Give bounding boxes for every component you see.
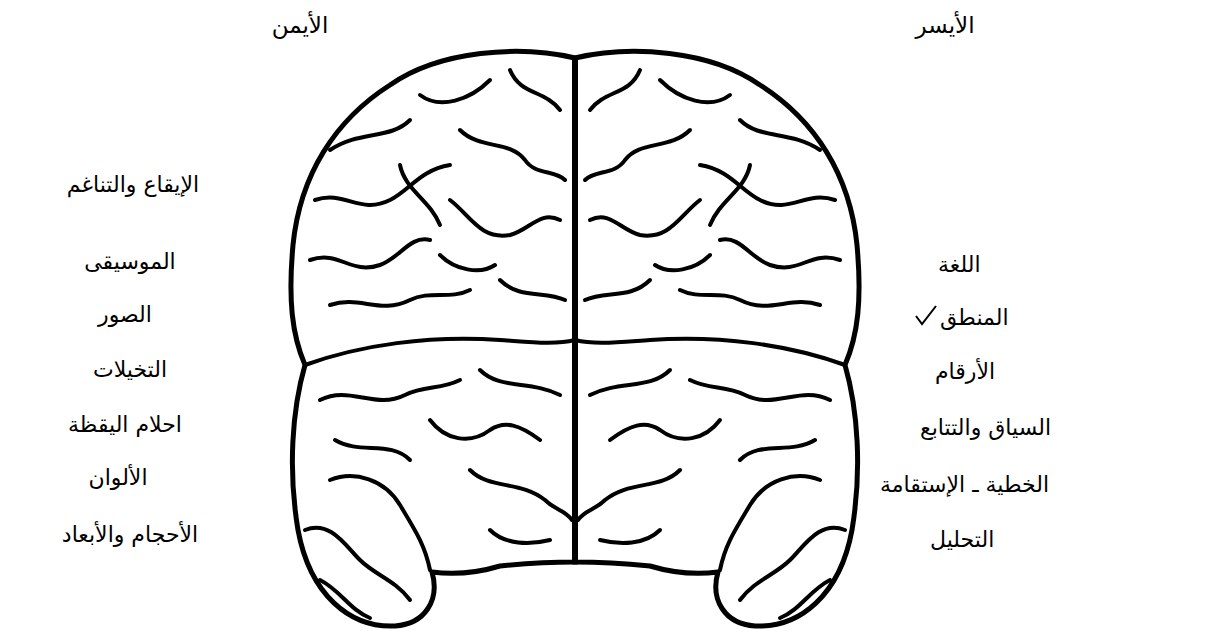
function-label: الأحجام والأبعاد (62, 520, 198, 550)
function-label: احلام اليقظة (68, 410, 182, 440)
hemisphere-heading: الأيسر (915, 10, 974, 40)
function-label: المنطق (940, 303, 1009, 333)
function-label: السياق والتتابع (920, 413, 1051, 443)
function-label: الألوان (89, 463, 148, 493)
function-label: الموسيقى (84, 247, 175, 277)
function-label: اللغة (938, 250, 981, 280)
function-label: التخيلات (93, 355, 167, 385)
hemisphere-heading: الأيمن (272, 10, 329, 40)
function-label: الأرقام (935, 357, 995, 387)
check-mark (916, 306, 936, 324)
function-label: التحليل (930, 525, 994, 555)
midline (572, 56, 578, 562)
function-label: الخطية ـ الإستقامة (880, 470, 1049, 500)
function-label: الإيقاع والتناغم (67, 170, 199, 200)
function-label: الصور (98, 300, 152, 330)
